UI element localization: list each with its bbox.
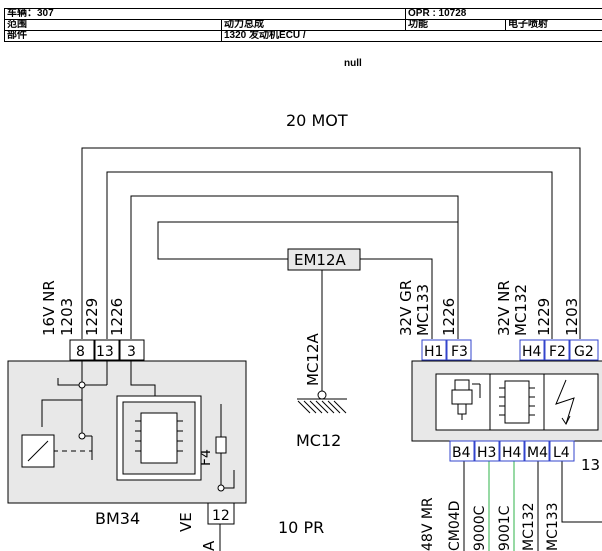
chip-icon <box>499 380 535 424</box>
left-wire-label: 1229 <box>83 298 101 336</box>
ecu-top-pin: H1 <box>424 344 443 360</box>
bm34-internal <box>41 361 235 489</box>
right-bottom-wire-label: 9000C <box>472 505 488 551</box>
splice-label: EM12A <box>294 251 347 269</box>
left-wire-label: 16V NR <box>40 280 58 336</box>
bm34-chip <box>116 395 202 481</box>
right-wire-label: MC133 <box>414 284 432 336</box>
wire-1203 <box>81 147 581 339</box>
right-wire-label: 1226 <box>440 298 458 336</box>
left-wire-label: 1226 <box>108 298 126 336</box>
right-wire-label: 1229 <box>535 298 553 336</box>
header-table: 车辆：307 OPR : 10728 范围 动力总成 功能 电子喷射 部件 13… <box>4 8 602 42</box>
bottom-harness-label: 10 PR <box>278 518 324 537</box>
bottom-left-label: VE <box>177 512 195 532</box>
ecu-top-pin: F3 <box>451 344 468 360</box>
right-bottom-wire-label: 48V MR <box>420 497 436 551</box>
green-wires <box>488 461 515 551</box>
ecu-top-pins <box>421 339 599 361</box>
right-bottom-wire-label: MC133 <box>545 502 561 551</box>
right-wire-label: 1203 <box>563 298 581 336</box>
part-value: 1320 发动机ECU / <box>221 30 602 42</box>
spark-icon <box>555 379 575 425</box>
right-wire-labels: 32V GR MC133 1226 32V NR MC132 1229 1203 <box>397 280 581 336</box>
right-wire-label: 32V GR <box>397 280 415 336</box>
ecu-top-pin: G2 <box>574 344 594 360</box>
bm34-pin: 13 <box>96 344 114 360</box>
right-bottom-wire-label: CM04D <box>447 501 463 551</box>
bm34-label: BM34 <box>95 509 140 528</box>
ecu-bottom-pin-labels: B4 H3 H4 M4 L4 <box>452 445 570 461</box>
wire-em12a-right <box>360 258 433 339</box>
bm34-pin: 3 <box>127 344 136 360</box>
wire-1229 <box>106 171 553 339</box>
left-wire-label: 1203 <box>58 298 76 336</box>
ground-wire-label: MC12A <box>304 332 322 386</box>
top-harness-label: 20 MOT <box>286 111 348 130</box>
bm34-pin-12 <box>207 502 235 525</box>
ground-hatch <box>297 400 347 414</box>
wire-mc133 <box>561 461 602 523</box>
right-bottom-wire-label: MC132 <box>521 502 537 551</box>
ecu-top-pin: H4 <box>522 344 542 360</box>
part-label: 部件 <box>4 30 222 42</box>
wire-em12a-left <box>157 221 458 260</box>
ecu-bottom-pin: L4 <box>553 445 570 461</box>
ecu-top-pin: F2 <box>549 344 566 360</box>
null-label: null <box>344 58 362 69</box>
fuse-f4 <box>215 436 227 454</box>
bottom-left-label: A <box>200 540 218 551</box>
ground-label: MC12 <box>296 431 341 450</box>
fuse-label: F4 <box>198 449 214 466</box>
splice-em12a <box>287 248 361 271</box>
right-bottom-wire-label: 9001C <box>497 505 513 551</box>
ecu-bottom-pin: M4 <box>527 445 548 461</box>
right-bottom-wire-labels: 48V MR CM04D 9000C 9001C MC132 MC133 <box>420 497 561 551</box>
right-wire-label: 32V NR <box>495 280 513 336</box>
right-wire-label: MC132 <box>512 284 530 336</box>
ecu-bottom-pin: H3 <box>477 445 496 461</box>
injector-icon <box>451 379 481 420</box>
ecu-bottom-pin: H4 <box>502 445 522 461</box>
bm34-pins: 8 13 3 <box>69 339 145 361</box>
ecu-bottom-extra: 13 <box>581 456 600 474</box>
bm34-pin-12-label: 12 <box>212 508 230 524</box>
ecu-bottom-pins <box>449 440 575 462</box>
ecu-top-pin-labels: H1 F3 H4 F2 G2 <box>424 344 594 360</box>
wire-1226-left <box>130 195 459 339</box>
ecu-bottom-pin: B4 <box>452 445 471 461</box>
bm34-pin: 8 <box>76 344 85 360</box>
left-wire-labels: 16V NR 1203 1229 1226 <box>40 280 126 336</box>
ground-terminal <box>317 390 327 400</box>
wire-bundle <box>81 147 602 551</box>
